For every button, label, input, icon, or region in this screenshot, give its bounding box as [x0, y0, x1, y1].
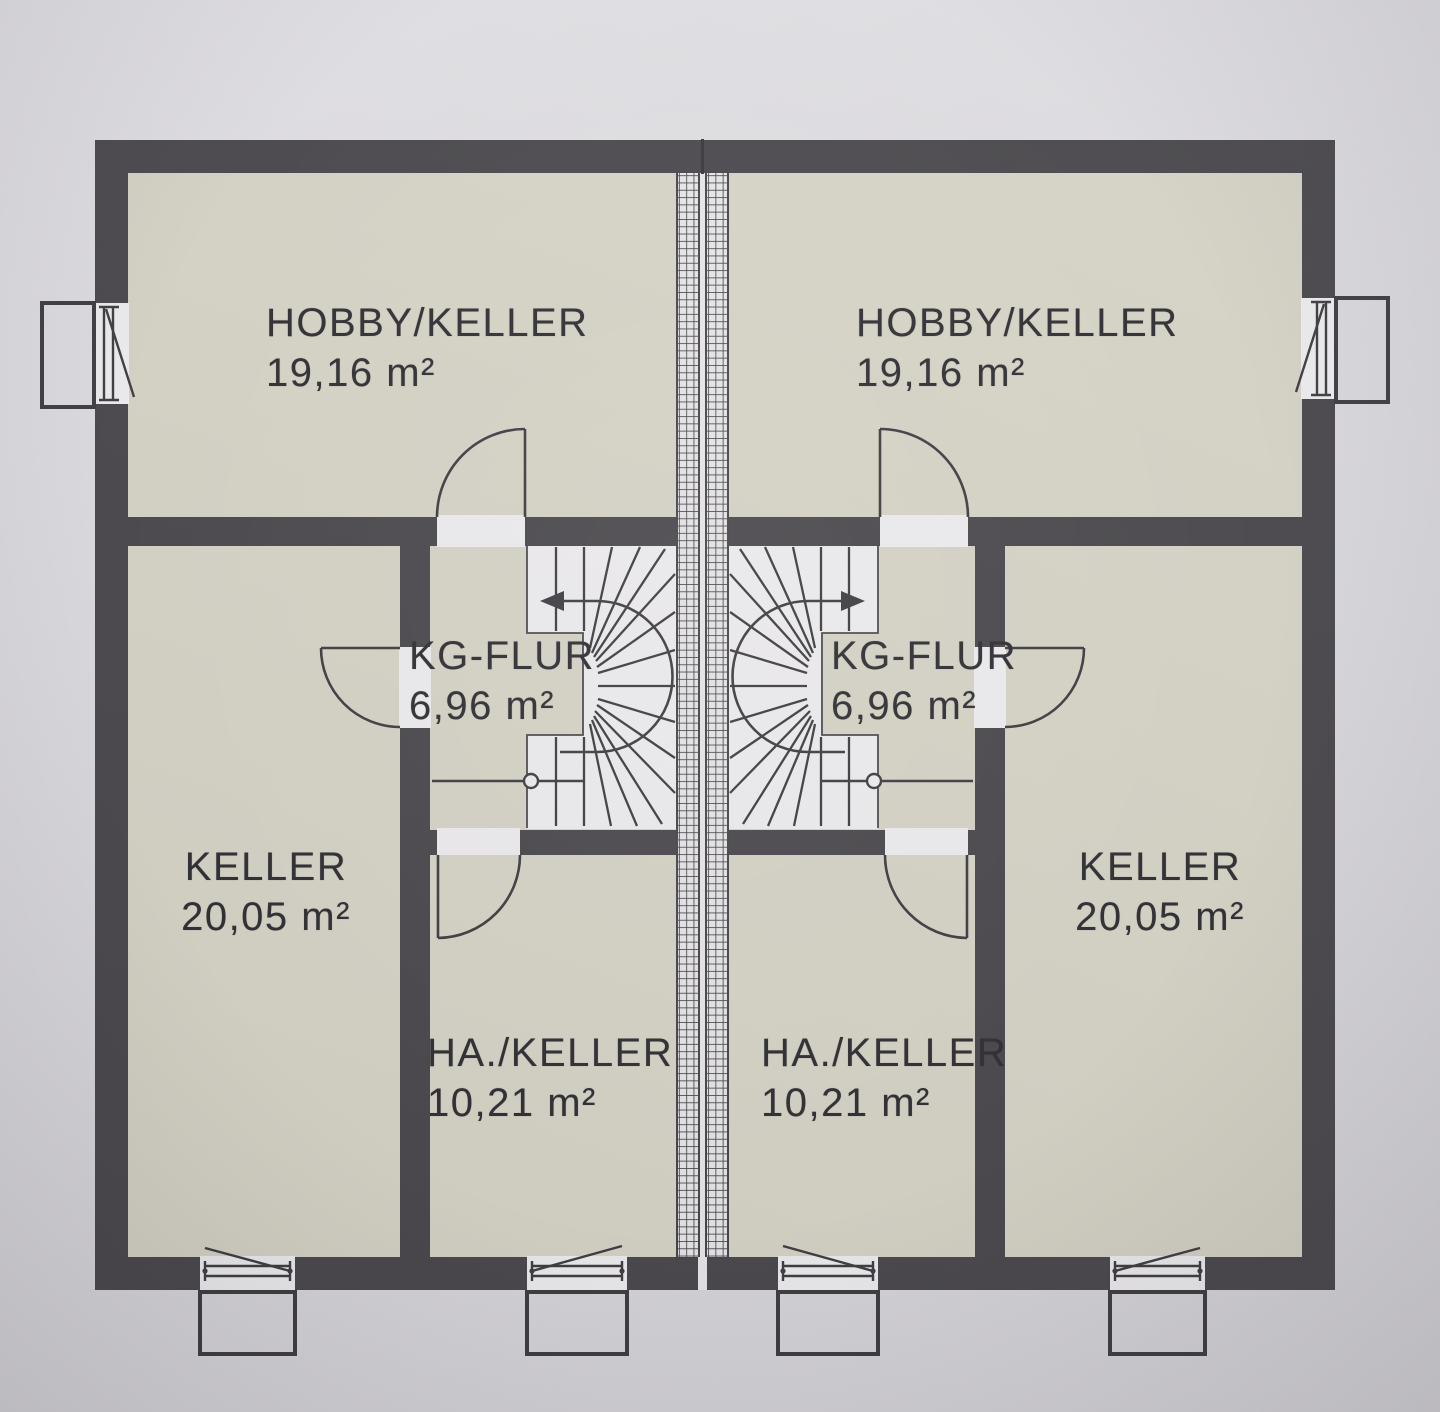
window-bottom-right: [1108, 1246, 1207, 1356]
room-name: KG-FLUR: [831, 634, 1018, 678]
room-area: 10,21 m²: [761, 1081, 931, 1125]
room-name: HA./KELLER: [761, 1031, 1008, 1075]
room-name: KG-FLUR: [409, 634, 596, 678]
room-name: HA./KELLER: [427, 1031, 674, 1075]
room-area: 19,16 m²: [266, 351, 436, 395]
room-area: 10,21 m²: [427, 1081, 597, 1125]
room-name: HOBBY/KELLER: [266, 301, 589, 345]
room-label-keller-left: KELLER 20,05 m²: [181, 842, 351, 942]
room-label-hobby-right: HOBBY/KELLER 19,16 m²: [856, 298, 1179, 398]
window-bottom-left: [198, 1246, 297, 1356]
room-label-keller-right: KELLER 20,05 m²: [1075, 842, 1245, 942]
room-label-hobby-left: HOBBY/KELLER 19,16 m²: [266, 298, 589, 398]
window-bottom-center-right: [776, 1244, 880, 1356]
room-name: KELLER: [184, 845, 348, 889]
room-area: 6,96 m²: [831, 684, 978, 728]
room-area: 20,05 m²: [1075, 895, 1245, 939]
room-area: 20,05 m²: [181, 895, 351, 939]
room-name: HOBBY/KELLER: [856, 301, 1179, 345]
room-floors: [126, 171, 1304, 1258]
room-area: 19,16 m²: [856, 351, 1026, 395]
room-label-kgflur-right: KG-FLUR 6,96 m²: [831, 631, 1017, 731]
room-label-hakeller-right: HA./KELLER 10,21 m²: [761, 1028, 1007, 1128]
room-label-kgflur-left: KG-FLUR 6,96 m²: [409, 631, 595, 731]
room-name: KELLER: [1078, 845, 1242, 889]
window-left-wall: [40, 301, 136, 409]
window-right-wall: [1294, 296, 1390, 404]
party-wall: [676, 139, 729, 1290]
room-area: 6,96 m²: [409, 684, 556, 728]
window-bottom-center-left: [525, 1244, 629, 1356]
room-label-hakeller-left: HA./KELLER 10,21 m²: [427, 1028, 673, 1128]
